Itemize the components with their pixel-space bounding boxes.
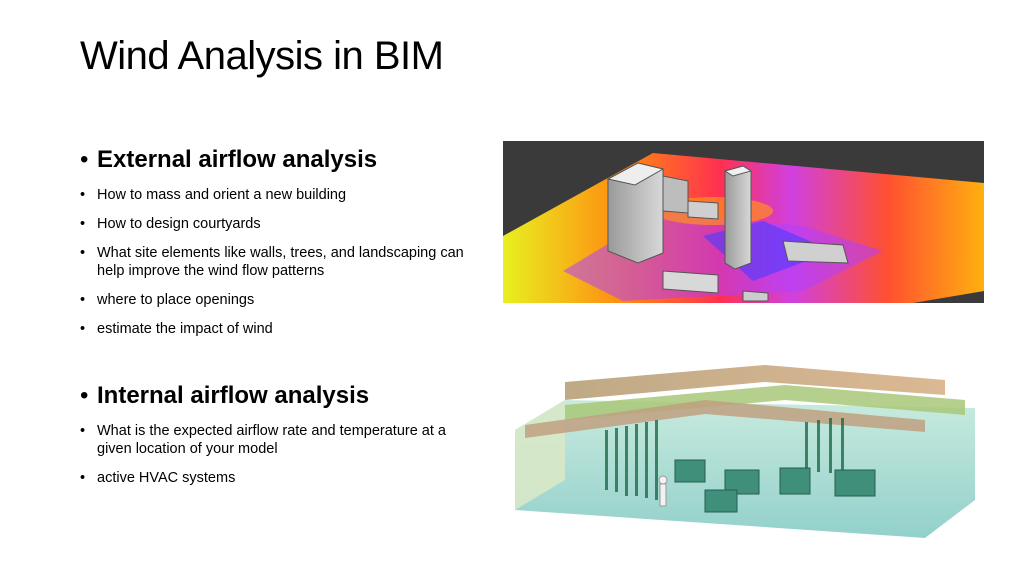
- internal-cfd-illustration: [515, 365, 975, 538]
- internal-heading: Internal airflow analysis: [97, 382, 370, 409]
- internal-heading-row: • Internal airflow analysis: [80, 382, 480, 410]
- external-airflow-image: [503, 141, 984, 303]
- internal-list: What is the expected airflow rate and te…: [80, 422, 480, 487]
- list-item: How to design courtyards: [80, 215, 480, 233]
- internal-airflow-image: [505, 360, 985, 540]
- slide-title: Wind Analysis in BIM: [80, 34, 444, 78]
- bullet-icon: •: [80, 146, 89, 173]
- list-item: active HVAC systems: [80, 469, 480, 487]
- external-cfd-illustration: [503, 141, 984, 303]
- external-airflow-section: • External airflow analysis How to mass …: [80, 146, 480, 349]
- external-heading-row: • External airflow analysis: [80, 146, 480, 174]
- bullet-icon: •: [80, 382, 89, 409]
- external-heading: External airflow analysis: [97, 146, 378, 173]
- list-item: How to mass and orient a new building: [80, 186, 480, 204]
- list-item: What site elements like walls, trees, an…: [80, 244, 480, 280]
- external-list: How to mass and orient a new building Ho…: [80, 186, 480, 338]
- list-item: estimate the impact of wind: [80, 320, 480, 338]
- list-item: What is the expected airflow rate and te…: [80, 422, 480, 458]
- list-item: where to place openings: [80, 291, 480, 309]
- internal-airflow-section: • Internal airflow analysis What is the …: [80, 382, 480, 498]
